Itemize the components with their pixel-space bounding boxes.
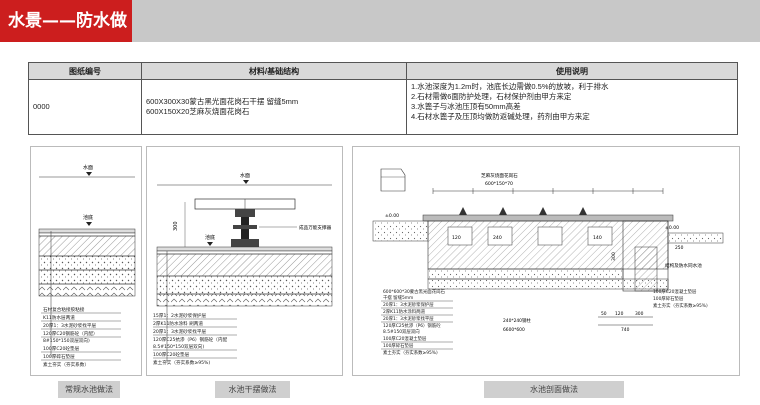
drawing-panel-regular: 水面 池底 石材复合粘接胶粘接 K11防水层两道 20厚1：3水泥砂浆找平层 1… [30, 146, 142, 376]
layer-label: 100厚C20混凝土垫层 [653, 288, 697, 295]
layer-label: 100厚碎石垫层 [653, 295, 684, 302]
layer-label: 20厚1：3水泥砂浆找平层 [153, 328, 206, 335]
note-line-2: 2.石材需做6面防护处理，石材保护剂由甲方来定 [411, 92, 572, 101]
layer-label: 120厚C25抗渗（P6）钢筋砼 [383, 322, 441, 329]
layer-label: 100厚碎石垫层 [43, 353, 75, 360]
table-header-row: 图纸编号 材料/基础结构 使用说明 [28, 62, 738, 80]
dim-label: 740 [621, 327, 630, 333]
spec-table: 图纸编号 材料/基础结构 使用说明 0000 600X300X30蒙古黑光面花岗… [28, 62, 738, 135]
table-row: 0000 600X300X30蒙古黑光面花岗石干摆 留缝5mm 600X150X… [28, 79, 738, 135]
dim-240: 240 [493, 235, 502, 241]
floor-label: 池底 [83, 214, 93, 221]
dry-laid-section: 水面 300 成品万能支撑器 池底 15厚1：2水泥砂浆保护层 2厚K11防水涂… [153, 172, 333, 366]
cell-materials: 600X300X30蒙古黑光面花岗石干摆 留缝5mm 600X150X20芝麻灰… [141, 79, 407, 135]
dim-label: 120 [615, 311, 624, 317]
layer-label: 素土夯实（夯实系数≥95%) [153, 359, 210, 366]
layer-label: 石材复合粘接胶粘接 [43, 306, 85, 313]
floor-label: 池底 [205, 234, 215, 241]
layer-label: 素土夯实（夯实系数） [43, 361, 89, 368]
layer-label: 干摆 留缝5mm [383, 294, 413, 301]
table-header-materials: 材料/基础结构 [141, 62, 407, 80]
water-label: 水面 [83, 164, 93, 171]
note-line-3: 3.水篦子与冰池压顶有50mm高差 [411, 102, 521, 111]
caption-regular: 常规水池做法 [58, 381, 120, 398]
layer-label: 20厚1：3水泥砂浆找平层 [43, 322, 96, 329]
stone-label: 芝麻灰烧面花岗石 [481, 172, 518, 179]
table-header-notes: 使用说明 [406, 62, 738, 80]
layer-label: 2厚K11防水涂料 刷两道 [153, 320, 203, 327]
pool-section-drawing: 芝麻灰烧面花岗石 600*150*70 120 240 140 300 ±0. [372, 168, 724, 356]
top-dim-label: 600*150*70 [485, 181, 513, 187]
layer-label: 120厚C25抗渗（P6）钢筋砼（内配 [153, 336, 227, 343]
dim-120: 120 [452, 235, 461, 241]
level-right: ±0.00 [665, 225, 679, 231]
cell-code: 0000 [28, 79, 142, 135]
dim-300: 300 [611, 252, 617, 261]
dim-label: 50 [601, 311, 607, 317]
drawing-panel-dry-laid: 水面 300 成品万能支撑器 池底 15厚1：2水泥砂浆保护层 2厚K11防水涂… [146, 146, 343, 376]
caption-section: 水池剖面做法 [484, 381, 624, 398]
caption-dry-laid: 水池干摆做法 [215, 381, 290, 398]
page-title: 水景——防水做法 [0, 0, 132, 73]
layer-label: 20厚1：3水泥砂浆保护层 [383, 301, 434, 308]
cell-notes: 1.水池深度为1.2m时，池底长边需做0.5%的放坡，利于排水 2.石材需做6面… [406, 79, 738, 135]
table-header-code: 图纸编号 [28, 62, 142, 80]
layer-label: 120厚C20钢筋砼（内配） [43, 330, 98, 337]
layer-label: 2厚K11防水涂料两道 [383, 308, 426, 315]
layer-label: 600*600*30蒙古黑光面花岗石 [383, 288, 445, 295]
water-label: 水面 [240, 172, 250, 179]
layer-label: 8#150*150双层双向) [43, 337, 90, 344]
layer-label: 100厚C20混凝土垫层 [383, 335, 427, 342]
bottom-dim-2: 6600*600 [503, 327, 525, 333]
layer-label: 100厚C20砼垫层 [153, 351, 190, 358]
layer-label: 8.5#150*150双层双向) [153, 343, 204, 350]
regular-pool-section: 水面 池底 石材复合粘接胶粘接 K11防水层两道 20厚1：3水泥砂浆找平层 1… [38, 164, 136, 368]
material-line-1: 600X300X30蒙古黑光面花岗石干摆 留缝5mm [146, 97, 299, 106]
layer-label: 8.5#150双层双向 [383, 328, 420, 335]
layer-label: 100厚碎石垫层 [383, 342, 414, 349]
bottom-dim: 240*240钢柱 [503, 317, 531, 324]
layer-label: 20厚1：3水泥砂浆找平层 [383, 315, 434, 322]
layer-label: 素土夯实（夯实系数≥95%) [383, 349, 438, 356]
level-left: ±0.00 [385, 213, 399, 219]
dim-140: 140 [593, 235, 602, 241]
dim-label: 300 [635, 311, 644, 317]
layer-label: 素土夯实（夯实系数≥95%) [653, 302, 708, 309]
material-line-2: 600X150X20芝麻灰烧面花岗石 [146, 107, 250, 116]
dim-250: 250 [675, 245, 684, 251]
right-note: 结构及防水同水池 [665, 262, 702, 269]
support-label: 成品万能支撑器 [299, 224, 332, 231]
layer-label: 15厚1：2水泥砂浆保护层 [153, 312, 206, 319]
drawing-panel-section: 芝麻灰烧面花岗石 600*150*70 120 240 140 300 ±0. [352, 146, 740, 376]
layer-label: 100厚C20砼垫层 [43, 345, 80, 352]
note-line-1: 1.水池深度为1.2m时，池底长边需做0.5%的放坡，利于排水 [411, 82, 609, 91]
dim-300: 300 [173, 221, 179, 231]
layer-label: K11防水层两道 [43, 314, 75, 321]
note-line-4: 4.石材水篦子及压顶均做防返碱处理，药剂由甲方来定 [411, 112, 590, 121]
